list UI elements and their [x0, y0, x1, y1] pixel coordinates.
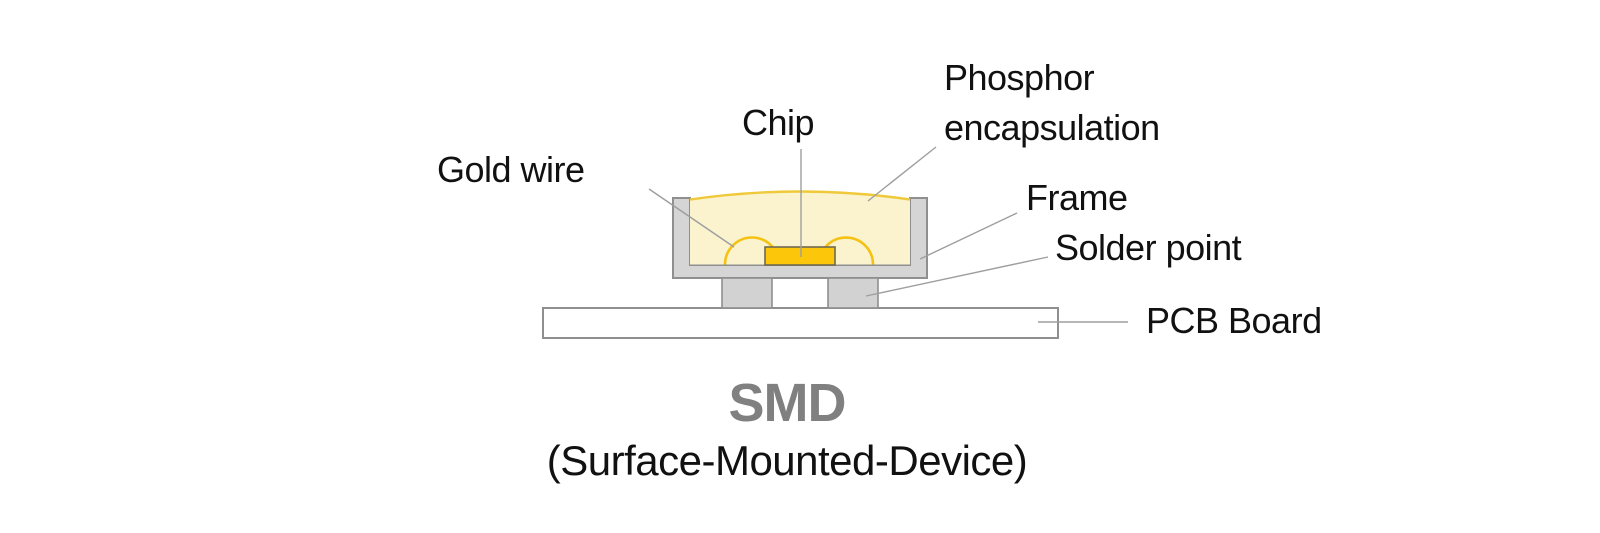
- phosphor-dome-edge: [689, 190, 911, 201]
- gold-wire-label: Gold wire: [437, 149, 585, 190]
- caption-title: SMD: [729, 373, 846, 433]
- chip-shape: [764, 246, 836, 266]
- part-labels: Gold wire Chip Phosphor encapsulation Fr…: [437, 57, 1322, 341]
- gold-wire-leader-line: [648, 188, 735, 248]
- leader-lines: [648, 146, 1128, 323]
- solder-point-leader-line: [865, 256, 1049, 297]
- pcb-board-label: PCB Board: [1146, 300, 1322, 341]
- solder-pad-right: [827, 277, 879, 309]
- phosphor-label-line2: encapsulation: [944, 107, 1160, 148]
- frame-label: Frame: [1026, 177, 1128, 218]
- caption-subtitle: (Surface-Mounted-Device): [547, 437, 1028, 484]
- solder-point-label: Solder point: [1055, 227, 1242, 268]
- phosphor-encapsulation-shape: [690, 191, 910, 265]
- frame-leader-line: [919, 212, 1018, 260]
- phosphor-label-line1: Phosphor: [944, 57, 1095, 98]
- phosphor-leader-line: [867, 146, 937, 202]
- chip-label: Chip: [742, 102, 814, 143]
- solder-pad-left: [721, 277, 773, 309]
- led-device: [542, 190, 1059, 339]
- caption: SMD (Surface-Mounted-Device): [547, 373, 1028, 484]
- pcb-board-shape: [542, 307, 1059, 339]
